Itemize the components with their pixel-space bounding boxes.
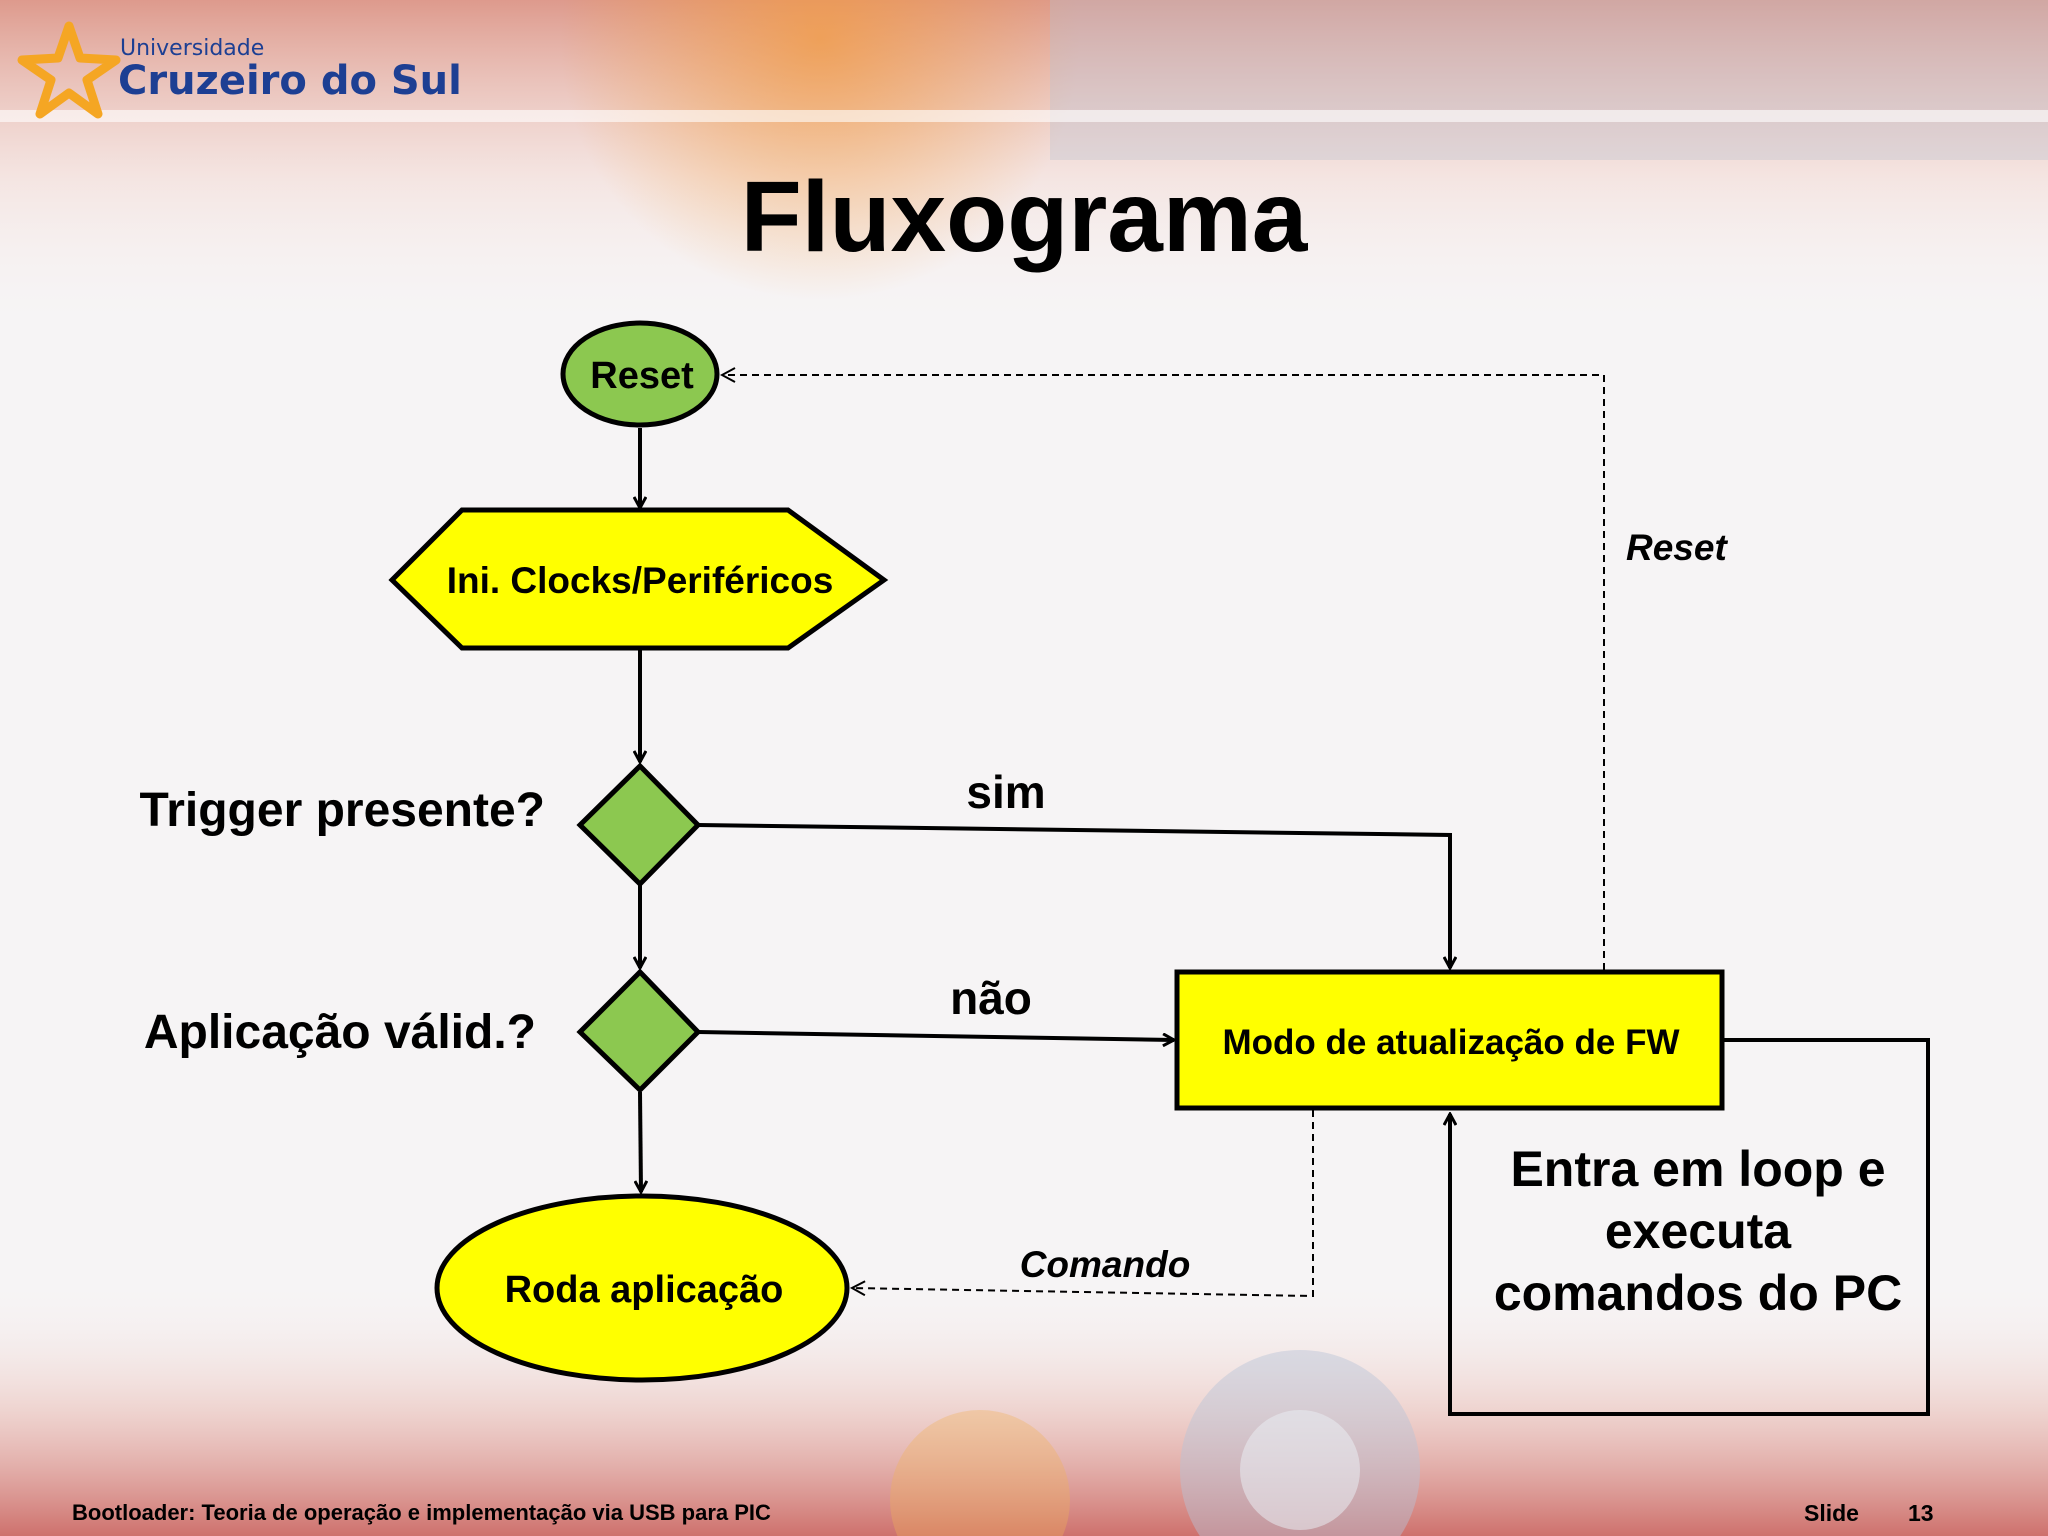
edge-label-comando: Comando [1020,1244,1191,1285]
edge-label-nao: não [950,972,1032,1024]
fw-update-node [1174,969,1725,1111]
init-node [388,507,889,651]
edge-comando [852,1110,1314,1298]
footer-slide-number: 13 [1908,1500,1934,1526]
footer-slide-label: Slide [1804,1500,1859,1526]
app-valid-decision [576,968,702,1094]
loop-note-line-1: Entra em loop e [1510,1141,1885,1197]
reset-node [560,320,720,428]
run-app-label: Roda aplicação [505,1269,784,1311]
slide-title: Fluxograma [740,161,1308,273]
edge-label-reset: Reset [1626,527,1728,568]
edge-valid-to-run [640,1091,641,1192]
edge-loop [1450,1038,1930,1416]
loop-note-line-2: executa [1605,1203,1792,1259]
edge-reset-feedback [722,375,1605,970]
edge-label-sim: sim [966,766,1045,818]
reset-node-label: Reset [590,355,694,397]
logo-star-icon [17,21,121,119]
logo-university-text: Universidade [120,36,265,61]
logo-university-name: Cruzeiro do Sul [118,58,462,104]
trigger-decision [576,762,702,888]
edge-trigger-sim [697,823,1450,968]
loop-note-line-3: comandos do PC [1494,1265,1902,1321]
fw-update-label: Modo de atualização de FW [1223,1023,1680,1062]
footer-course-title: Bootloader: Teoria de operação e impleme… [72,1500,771,1525]
app-valid-question-label: Aplicação válid.? [144,1006,536,1059]
run-app-node [434,1193,850,1383]
edge-valid-nao [697,1030,1174,1040]
init-node-label: Ini. Clocks/Periféricos [447,560,834,601]
trigger-question-label: Trigger presente? [140,784,545,837]
